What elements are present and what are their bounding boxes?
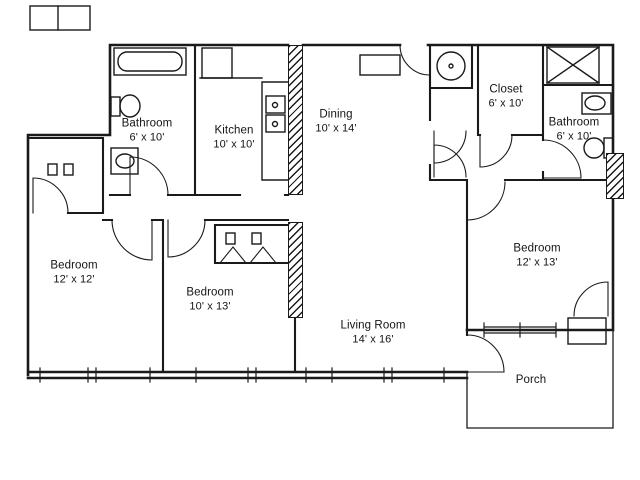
closet-rod-left bbox=[47, 163, 74, 176]
porch-outline bbox=[466, 329, 614, 429]
room-name: Kitchen bbox=[214, 124, 254, 137]
room-dims: 6' x 10' bbox=[129, 131, 165, 144]
exterior-walls bbox=[26, 43, 615, 380]
room-dims: 12' x 12' bbox=[53, 273, 95, 286]
fixtures bbox=[29, 5, 614, 345]
porch-step-unit bbox=[567, 317, 607, 345]
room-dims: 6' x 10' bbox=[556, 130, 592, 143]
linen-door-arc-a bbox=[433, 130, 467, 164]
room-name: Living Room bbox=[340, 319, 406, 332]
bedroom-right-door-arc bbox=[466, 181, 506, 221]
room-name: Porch bbox=[515, 374, 547, 387]
toilet-left bbox=[110, 94, 141, 118]
room-label-bedroom-right: Bedroom 12' x 13' bbox=[513, 243, 560, 270]
room-name: Bedroom bbox=[513, 242, 561, 255]
room-label-bathroom-left: Bathroom 6' x 10' bbox=[122, 118, 173, 145]
washer-dryer bbox=[546, 46, 600, 84]
room-dims: 10' x 14' bbox=[315, 122, 357, 135]
room-label-dining: Dining 10' x 14' bbox=[315, 109, 356, 136]
closet-rod-middle bbox=[225, 232, 262, 245]
sink-left bbox=[110, 147, 139, 175]
hatched-column-upper bbox=[288, 45, 303, 195]
closet-right-door-arc bbox=[479, 134, 513, 168]
room-label-bedroom-middle: Bedroom 10' x 13' bbox=[186, 287, 233, 314]
storage-box-top-left bbox=[29, 5, 91, 31]
room-label-kitchen: Kitchen 10' x 10' bbox=[213, 125, 254, 152]
room-name: Bedroom bbox=[186, 286, 234, 299]
porch-door-arc bbox=[466, 334, 505, 373]
bathroom-left-door-arc bbox=[129, 156, 169, 196]
interior-walls bbox=[26, 43, 615, 374]
room-dims: 6' x 10' bbox=[488, 97, 524, 110]
room-dims: 10' x 13' bbox=[189, 300, 231, 313]
room-name: Bedroom bbox=[50, 259, 98, 272]
kitchen-counter bbox=[199, 47, 289, 181]
room-name: Bathroom bbox=[548, 116, 600, 129]
hatched-column-lower bbox=[288, 222, 303, 318]
room-label-bedroom-left: Bedroom 12' x 12' bbox=[50, 260, 97, 287]
linen-door-arc-b bbox=[433, 144, 467, 178]
room-label-living-room: Living Room 14' x 16' bbox=[340, 320, 405, 347]
bedroom-left-door-arc bbox=[111, 219, 153, 261]
bedroom-porch-door-arc bbox=[573, 281, 609, 317]
kitchen-sink bbox=[265, 95, 286, 133]
room-name: Closet bbox=[489, 83, 523, 96]
bifold-doors-middle-closet bbox=[219, 246, 277, 264]
dining-shaft bbox=[359, 54, 401, 76]
room-name: Dining bbox=[319, 108, 353, 121]
room-label-bathroom-right: Bathroom 6' x 10' bbox=[549, 117, 600, 144]
sink-right bbox=[581, 92, 612, 115]
room-label-porch: Porch bbox=[516, 374, 547, 388]
bathtub bbox=[113, 47, 187, 76]
room-dims: 10' x 10' bbox=[213, 138, 255, 151]
room-dims: 14' x 16' bbox=[352, 333, 394, 346]
bathroom-right-door-arc bbox=[542, 139, 582, 179]
door-arcs bbox=[32, 44, 609, 373]
bedroom-middle-door-arc bbox=[167, 219, 206, 258]
room-dims: 12' x 13' bbox=[516, 256, 558, 269]
hatched-column-right bbox=[606, 153, 624, 199]
room-label-closet: Closet 6' x 10' bbox=[489, 84, 524, 111]
closet-left-door-arc bbox=[32, 177, 69, 214]
water-heater bbox=[436, 51, 466, 81]
entry-door-arc bbox=[399, 44, 431, 76]
window-symbols bbox=[39, 322, 557, 383]
room-name: Bathroom bbox=[121, 117, 173, 130]
